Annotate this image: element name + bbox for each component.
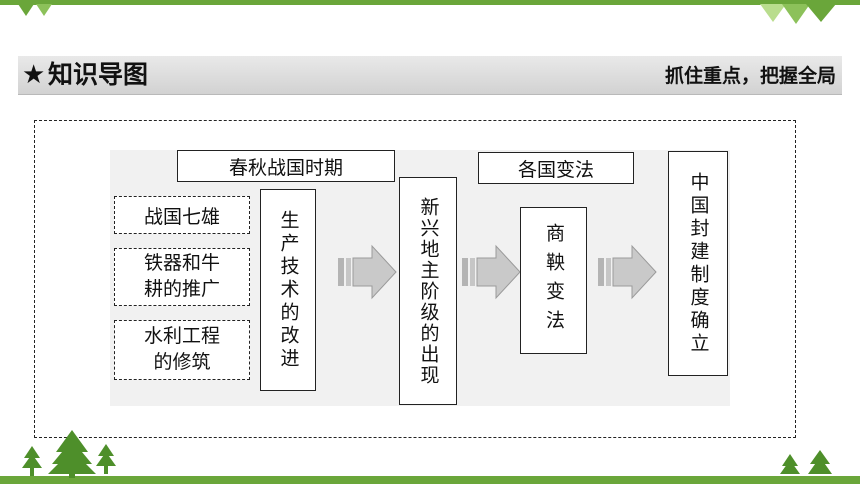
page-subtitle: 抓住重点，把握全局 xyxy=(664,65,836,87)
landlord-box: 新兴地主阶级的出现 xyxy=(399,177,457,405)
reform-label-text: 各国变法 xyxy=(517,158,594,181)
top-left-triangle-icon xyxy=(18,4,52,16)
header-band xyxy=(18,56,842,95)
factor-box-iron-tools: 铁器和牛 耕的推广 xyxy=(114,248,250,306)
tree-icon xyxy=(780,450,832,474)
result-box: 中国封建制度确立 xyxy=(668,151,728,376)
page-title: 知识导图 xyxy=(48,60,149,89)
productivity-box: 生产技术的改进 xyxy=(260,189,316,391)
period-label: 春秋战国时期 xyxy=(177,150,395,182)
factor-text: 水利工程 的修筑 xyxy=(143,325,220,373)
top-green-bar xyxy=(0,0,860,5)
reform-label: 各国变法 xyxy=(478,152,634,184)
period-label-text: 春秋战国时期 xyxy=(228,156,343,179)
productivity-text: 生产技术的改进 xyxy=(277,209,300,371)
top-right-triangle-icon xyxy=(760,4,836,24)
tree-icon xyxy=(22,430,116,478)
landlord-text: 新兴地主阶级的出现 xyxy=(417,196,440,386)
arrow-right-icon xyxy=(598,244,657,300)
factor-box-water-works: 水利工程 的修筑 xyxy=(114,320,250,380)
star-icon: ★ xyxy=(22,60,46,90)
diagram-frame xyxy=(34,120,796,438)
arrow-right-icon xyxy=(462,244,521,300)
shang-yang-box: 商鞅变法 xyxy=(520,207,587,354)
bottom-green-bar xyxy=(0,476,860,484)
arrow-right-icon xyxy=(338,244,397,300)
result-text: 中国封建制度确立 xyxy=(687,171,710,356)
shang-yang-text: 商鞅变法 xyxy=(543,222,565,339)
factor-text: 战国七雄 xyxy=(143,205,220,228)
factor-box-warring-states: 战国七雄 xyxy=(114,196,250,234)
factor-text: 铁器和牛 耕的推广 xyxy=(143,252,220,300)
